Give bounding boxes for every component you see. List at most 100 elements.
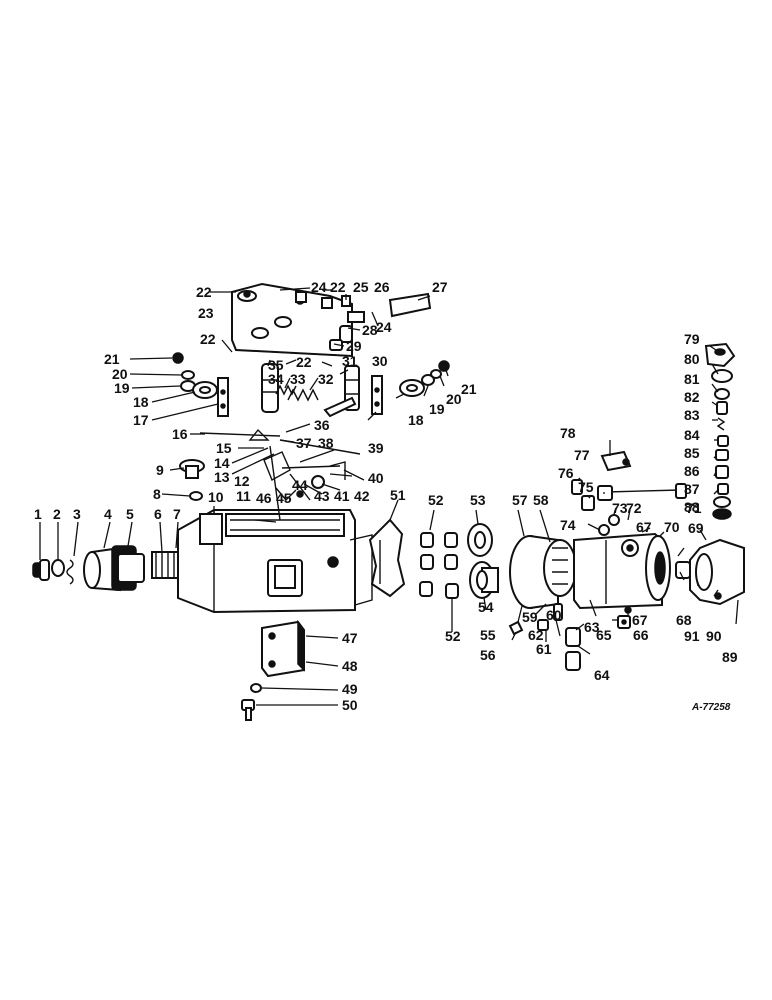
callout-67-top: 67 [636,519,652,535]
callout-13: 13 [214,469,230,485]
callout-11: 11 [236,488,251,504]
callout-79: 79 [684,331,700,347]
callout-14: 14 [214,455,230,471]
callout-17: 17 [133,412,149,428]
callout-85: 85 [684,445,700,461]
part-plug [32,559,50,581]
callout-16: 16 [172,426,188,442]
part-cap-9 [179,459,205,479]
callout-69: 69 [688,520,704,536]
part-rollers-52 [419,532,459,599]
callout-62: 62 [528,627,544,643]
callout-74: 74 [560,517,576,533]
callout-68: 68 [676,612,692,628]
callout-91: 91 [684,628,700,644]
callout-52-bottom: 52 [445,628,461,644]
callout-3: 3 [73,506,81,522]
callout-34: 34 [268,371,284,387]
part-valve-stack [704,342,736,520]
callout-38: 38 [318,435,334,451]
callout-22-c: 22 [200,331,216,347]
figure-reference-code: A-77258 [691,702,731,713]
callout-7: 7 [173,506,181,522]
part-fitting-76 [571,479,583,495]
callout-80: 80 [684,351,700,367]
callout-51: 51 [390,487,406,503]
part-vane-51 [368,518,406,598]
part-bracket-17 [217,377,229,417]
callout-70: 70 [664,519,680,535]
callout-89: 89 [722,649,738,665]
callout-8: 8 [153,486,161,502]
part-washer [51,559,65,577]
callout-41: 41 [334,488,350,504]
callout-6: 6 [154,506,162,522]
callout-90: 90 [706,628,722,644]
callout-22-d: 22 [296,354,312,370]
callout-82: 82 [684,389,700,405]
part-sleeve-54 [469,561,499,599]
callout-4: 4 [104,506,112,522]
callout-39: 39 [368,440,384,456]
callout-32: 32 [318,371,334,387]
part-cover-screw [241,699,255,721]
callout-78: 78 [560,425,576,441]
part-lockwasher [250,683,262,693]
callout-28: 28 [362,322,378,338]
part-washer-20-right [430,369,442,379]
part-fitting-75 [581,495,595,511]
callout-labels: 1 2 3 4 5 6 7 8 9 10 11 12 13 14 15 16 1… [34,279,738,713]
callout-86: 86 [684,463,700,479]
callout-54: 54 [478,599,494,615]
callout-63: 63 [584,619,600,635]
callout-18-left: 18 [133,394,149,410]
part-delivery-valve-35 [261,363,279,413]
part-nut-21-left [172,352,184,364]
callout-48: 48 [342,658,358,674]
callout-20-right: 20 [446,391,462,407]
callout-87: 87 [684,481,700,497]
callout-22-b: 22 [330,279,346,295]
part-screw-66 [617,615,631,629]
callout-23: 23 [198,305,214,321]
part-nut-21-right [438,360,450,372]
callout-10: 10 [208,489,224,505]
callout-36: 36 [314,417,330,433]
callout-88: 88 [684,499,700,515]
part-spring-33 [275,384,297,396]
callout-60: 60 [546,607,562,623]
callout-58: 58 [533,492,549,508]
callout-5: 5 [126,506,134,522]
callout-24-b: 24 [376,319,392,335]
callout-49: 49 [342,681,358,697]
callout-15: 15 [216,440,232,456]
callout-55: 55 [480,627,496,643]
callout-40: 40 [368,470,384,486]
callout-72: 72 [626,500,642,516]
callout-25: 25 [353,279,369,295]
callout-20-left: 20 [112,366,128,382]
part-plug-68 [675,561,691,579]
callout-27: 27 [432,279,448,295]
callout-56: 56 [480,647,496,663]
callout-50: 50 [342,697,358,713]
part-gear-58 [543,539,577,597]
part-spring [66,559,74,585]
part-hydraulic-housing [573,532,671,610]
callout-26: 26 [374,279,390,295]
callout-33: 33 [290,371,306,387]
callout-1: 1 [34,506,42,522]
callout-35: 35 [268,357,284,373]
callout-57: 57 [512,492,528,508]
callout-73: 73 [612,500,628,516]
pump-parts-illustration [32,282,745,721]
part-washer-20-left [181,370,195,380]
callout-46: 46 [256,490,272,506]
callout-67-bottom: 67 [632,612,648,628]
callout-12: 12 [234,473,250,489]
callout-19-left: 19 [114,380,130,396]
callout-37: 37 [296,435,312,451]
leader-lines [39,287,739,706]
part-spring-32 [287,388,319,402]
callout-53: 53 [470,492,486,508]
